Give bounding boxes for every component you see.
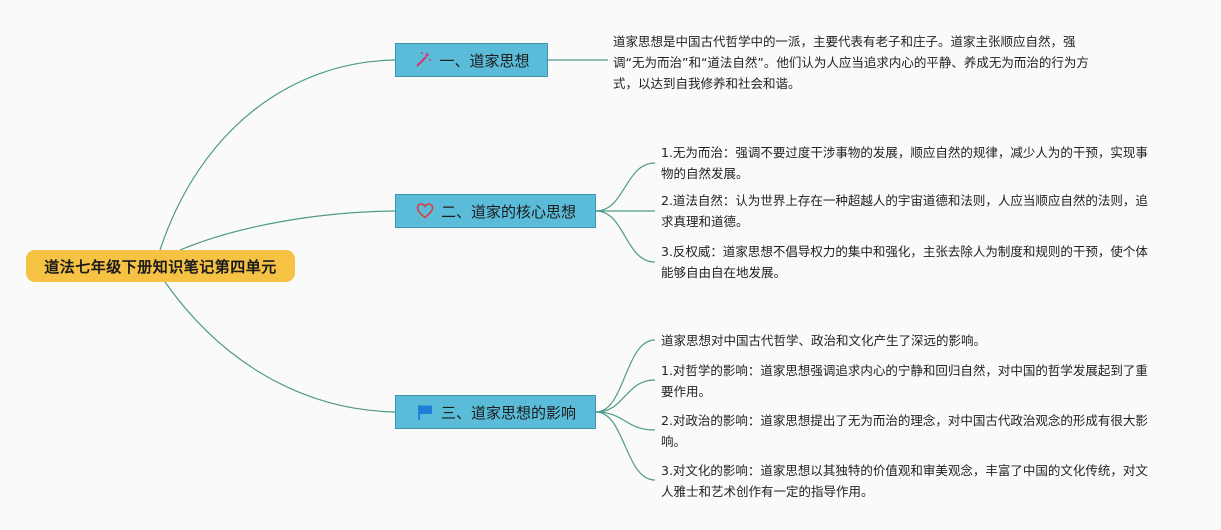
connector-root-topic-2	[179, 210, 396, 251]
topic-label-2: 二、道家的核心思想	[440, 202, 576, 221]
leaf-text: 3.反权威：道家思想不倡导权力的集中和强化，主张去除人为制度和规则的干预，使个体…	[661, 244, 1148, 280]
connector-topic-3-leaf-1	[595, 339, 656, 413]
connector-root-topic-3	[164, 281, 396, 413]
connector-topic-2-leaf-1	[595, 162, 656, 212]
leaf-text: 1.无为而治：强调不要过度干涉事物的发展，顺应自然的规律，减少人为的干预，实现事…	[661, 145, 1148, 181]
topic-node-1[interactable]: 一、道家思想	[395, 43, 548, 77]
leaf-text: 2.道法自然：认为世界上存在一种超越人的宇宙道德和法则，人应当顺应自然的法则，追…	[661, 193, 1148, 229]
leaf-text: 道家思想对中国古代哲学、政治和文化产生了深远的影响。	[661, 333, 987, 348]
leaf-text: 1.对哲学的影响：道家思想强调追求内心的宁静和回归自然，对中国的哲学发展起到了重…	[661, 363, 1148, 399]
topic-label-1: 一、道家思想	[439, 51, 530, 70]
root-label: 道法七年级下册知识笔记第四单元	[44, 257, 277, 276]
connector-topic-3-leaf-3	[595, 411, 656, 431]
heart-icon	[415, 201, 435, 221]
leaf-text: 3.对文化的影响：道家思想以其独特的价值观和审美观念，丰富了中国的文化传统，对文…	[661, 463, 1148, 499]
topic-node-2[interactable]: 二、道家的核心思想	[395, 194, 596, 228]
flag-icon	[415, 402, 435, 422]
topic-label-3: 三、道家思想的影响	[440, 403, 576, 422]
root-node[interactable]: 道法七年级下册知识笔记第四单元	[26, 250, 295, 282]
leaf-text: 道家思想是中国古代哲学中的一派，主要代表有老子和庄子。道家主张顺应自然，强调“无…	[613, 34, 1089, 91]
magic-wand-icon	[413, 50, 433, 70]
connector-root-topic-1	[159, 59, 396, 251]
connector-topic-3-leaf-4	[595, 411, 656, 481]
connector-topic-2-leaf-3	[595, 210, 656, 263]
leaf-text: 2.对政治的影响：道家思想提出了无为而治的理念，对中国古代政治观念的形成有很大影…	[661, 413, 1148, 449]
connector-topic-3-leaf-2	[595, 379, 656, 413]
topic-node-3[interactable]: 三、道家思想的影响	[395, 395, 596, 429]
